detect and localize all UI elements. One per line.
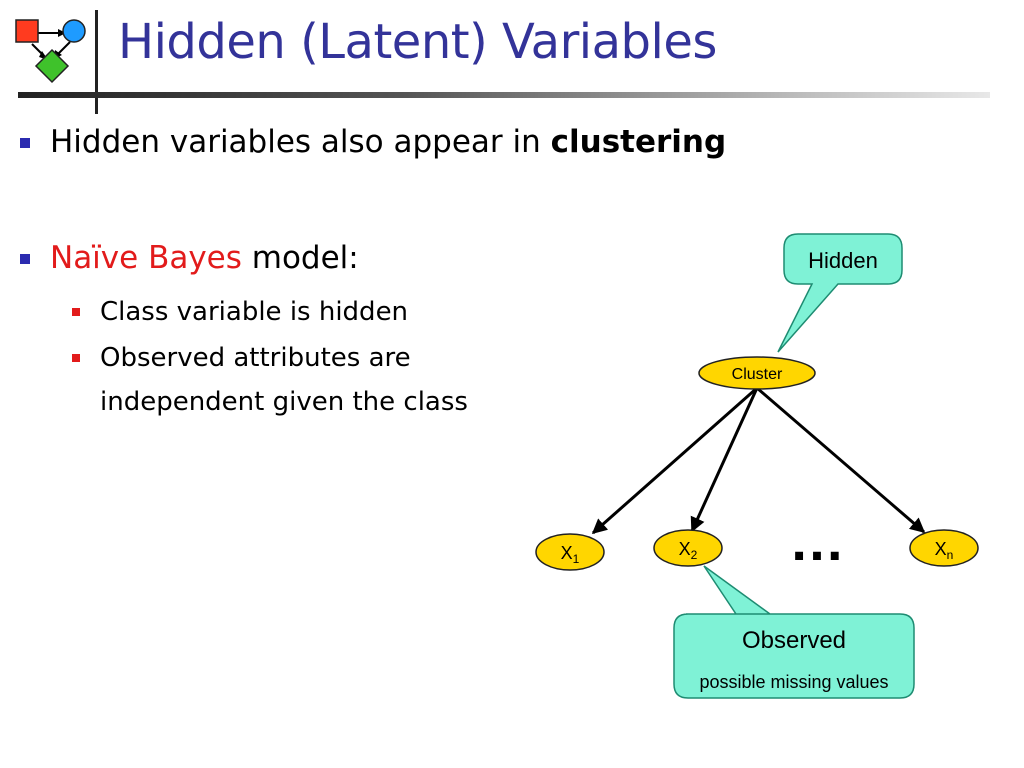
observed-callout: Observed possible missing values [673,565,915,699]
bullet-clustering: Hidden variables also appear in clusteri… [20,124,726,160]
emphasis-clustering: clustering [550,124,727,160]
sub-bullet-class-hidden: Class variable is hidden [72,290,408,334]
title-vertical-rule [95,10,98,114]
cluster-node-label: Cluster [732,366,783,383]
bullet-naive-bayes: Naïve Bayes model: [20,240,359,276]
node-xn-base: X [935,539,947,559]
highlight-naive-bayes: Naïve Bayes [50,240,242,276]
bullet-text: Naïve Bayes model: [50,240,359,276]
logo-icon [15,19,86,84]
svg-text:X1: X1 [561,543,580,566]
node-x1: X1 [535,533,605,571]
observed-callout-title: Observed [742,627,846,654]
edge-cluster-xn [756,386,926,534]
title-underline [18,92,990,98]
node-xn-subscript: n [947,548,954,562]
node-x2: X2 [653,529,723,567]
ellipsis-more-nodes: … [789,509,845,572]
sub-bullet-square-icon [72,308,80,316]
svg-text:X2: X2 [679,539,698,562]
observed-callout-subtitle: possible missing values [699,672,888,692]
node-xn: Xn [909,529,979,567]
node-x2-base: X [679,539,691,559]
bullet-square-icon [20,254,30,264]
hidden-callout: Hidden [777,233,903,353]
node-x2-subscript: 2 [691,548,698,562]
node-x1-base: X [561,543,573,563]
cluster-node: Cluster [698,356,816,390]
slide-title: Hidden (Latent) Variables [118,14,717,70]
bullet-square-icon [20,138,30,148]
svg-text:Xn: Xn [935,539,954,562]
hidden-callout-label: Hidden [808,248,878,273]
node-x1-subscript: 1 [573,552,580,566]
sub-bullet-square-icon [72,354,80,362]
edge-cluster-x1 [591,386,758,535]
bullet-text: Hidden variables also appear in clusteri… [50,124,727,160]
edge-cluster-x2 [690,387,759,533]
